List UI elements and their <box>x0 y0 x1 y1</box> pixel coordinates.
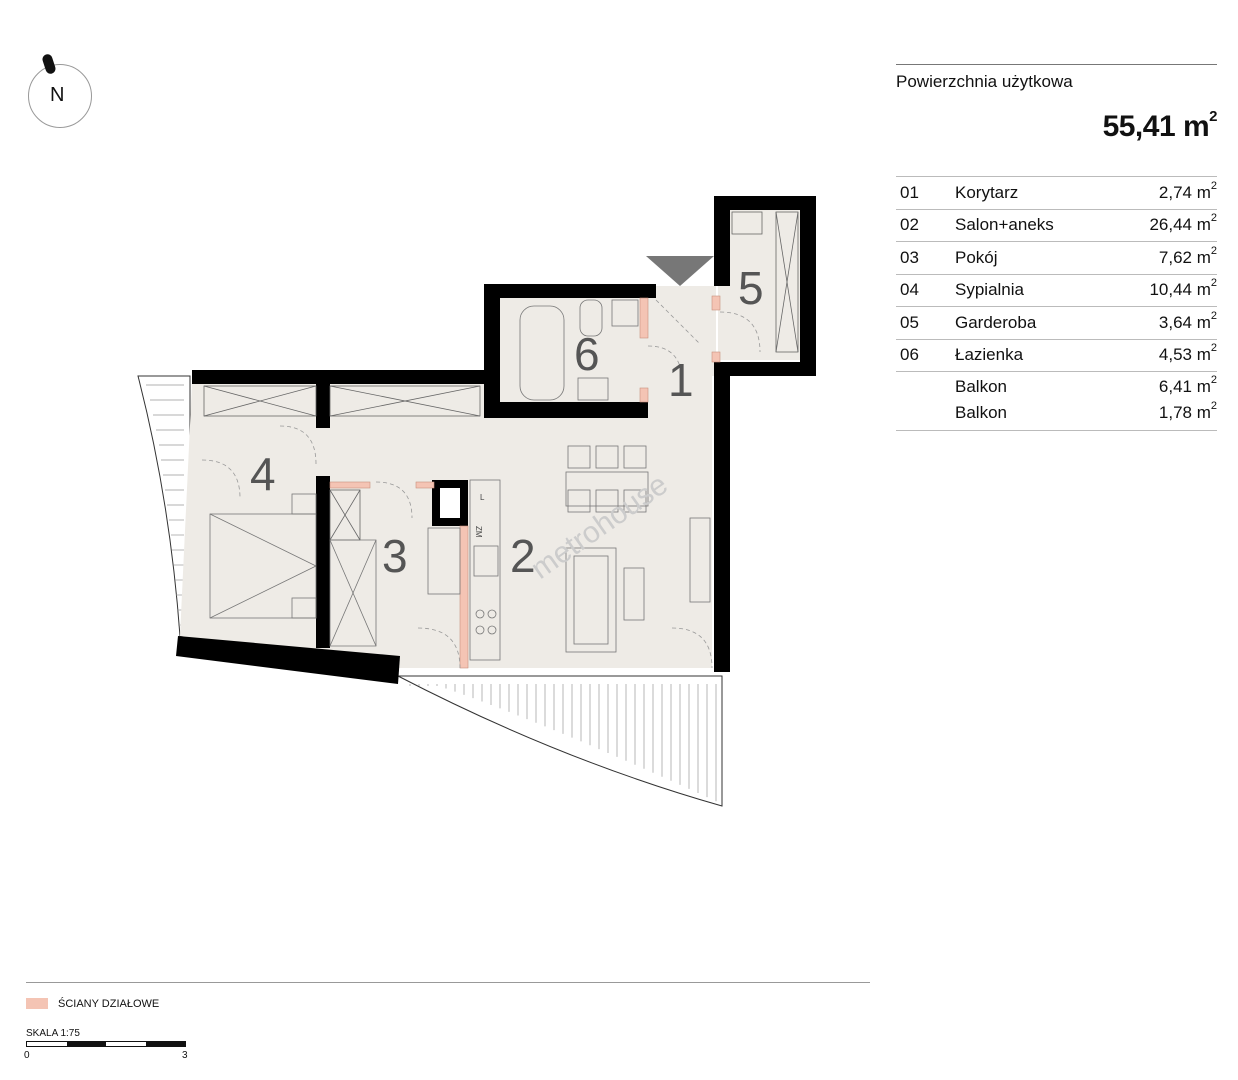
usable-area-label: Powierzchnia użytkowa <box>896 72 1073 91</box>
dining-table <box>565 471 649 507</box>
left-balcony <box>137 375 191 637</box>
partition-legend-text: ŚCIANY DZIAŁOWE <box>58 998 160 1010</box>
coffee-table <box>623 567 645 621</box>
room-number-4: 4 <box>250 448 276 500</box>
compass-letter: N <box>50 84 65 106</box>
bottom-balcony-hatch <box>409 684 717 802</box>
scale-bar <box>26 1041 186 1047</box>
walls <box>176 196 816 684</box>
scale-start: 0 <box>24 1050 30 1061</box>
apartment-floor <box>180 286 716 668</box>
left-balcony-hatch <box>146 384 184 626</box>
room-number-3: 3 <box>382 530 408 582</box>
toilet <box>579 299 603 337</box>
desk <box>427 527 461 595</box>
header-rule <box>896 64 1217 65</box>
partition-walls <box>329 295 721 669</box>
scale-end: 3 <box>182 1050 188 1061</box>
kitchen-label-l: L <box>480 493 485 502</box>
door-swings <box>201 299 761 669</box>
wardrobe-floor <box>718 204 806 360</box>
bottom-balcony <box>397 675 723 807</box>
bathroom-floor <box>500 298 648 402</box>
sink <box>577 377 609 401</box>
bathtub <box>519 305 565 401</box>
wardrobes <box>203 211 799 541</box>
washer <box>611 299 639 327</box>
partition-legend-swatch <box>26 998 48 1009</box>
entrance-arrow-icon <box>646 256 714 286</box>
kitchen-label-zm: ZM <box>474 526 483 538</box>
tv-unit <box>689 517 711 603</box>
kitchen-counter <box>469 479 501 661</box>
footer-rule <box>26 982 870 983</box>
sofa <box>565 547 617 653</box>
room-number-5: 5 <box>738 262 764 314</box>
usable-area-value: 55,41 m2 <box>1102 108 1218 143</box>
scale-label: SKALA 1:75 <box>26 1028 80 1039</box>
north-compass <box>28 64 92 128</box>
room-number-2: 2 <box>510 530 536 582</box>
floor-plan: 1 2 3 4 5 6 L ZM metrohouse <box>137 196 816 807</box>
room-number-6: 6 <box>574 328 600 380</box>
furniture <box>209 299 711 661</box>
room-number-1: 1 <box>668 354 694 406</box>
shaft <box>440 488 460 518</box>
